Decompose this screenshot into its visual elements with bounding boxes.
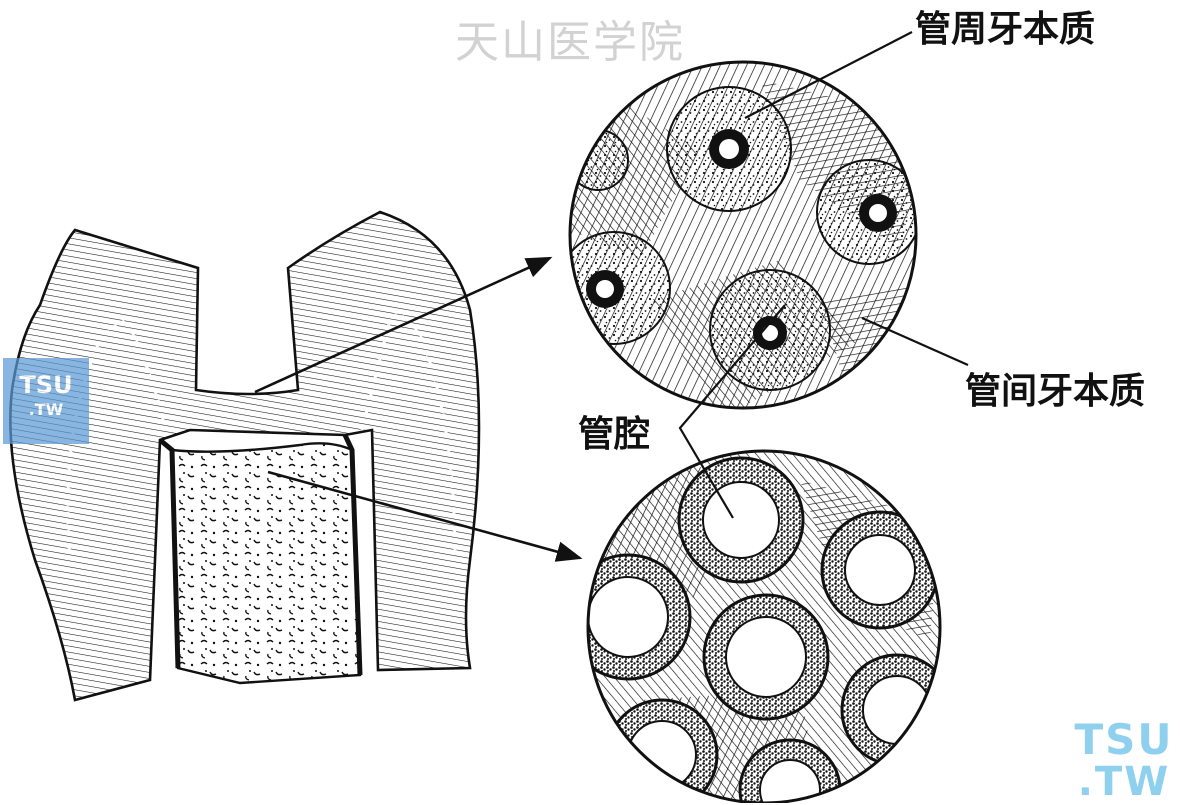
logo-right-line1: TSU — [1074, 715, 1174, 764]
dentin-enamel-junction-left — [66, 320, 167, 561]
label-intertubular-dentin: 管间牙本质 — [965, 371, 1146, 412]
arrow-to-top-view — [254, 256, 553, 394]
magnified-view-bottom — [586, 449, 942, 803]
tooth-outline — [9, 210, 481, 702]
tubule-peritubular-ring — [570, 231, 671, 345]
logo-watermark-right: TSU .TW — [1074, 715, 1174, 805]
tooth-section — [9, 210, 481, 702]
dentin-enamel-junction-right — [360, 310, 457, 561]
lumen-circle — [588, 553, 692, 681]
tubule-peritubular-ring — [666, 86, 792, 212]
logo-watermark-left: TSU .TW — [3, 358, 89, 444]
leader-lumen — [678, 304, 786, 519]
odontoblast-layer-right — [342, 433, 363, 676]
lumen-circle — [702, 593, 830, 721]
tubule-peritubular-ring — [709, 269, 831, 391]
lumen-circle — [677, 456, 805, 584]
lumen-circle — [605, 698, 719, 803]
logo-right-line2: .TW — [1077, 759, 1171, 805]
label-tubule-lumen: 管腔 — [578, 414, 651, 455]
pulp-chamber — [170, 442, 362, 685]
leader-intertubular — [861, 316, 969, 367]
label-peritubular-dentin: 管周牙本质 — [915, 9, 1096, 50]
logo-left-line2: .TW — [28, 400, 64, 419]
logo-left-line1: TSU — [19, 371, 73, 399]
lumen-circle — [820, 510, 940, 630]
tubule-peritubular-ring — [816, 159, 916, 265]
leader-peritubular — [744, 31, 913, 119]
magnified-view-top — [568, 60, 918, 410]
odontoblast-layer-left — [158, 438, 181, 669]
magnified-view-bottom-outline — [586, 449, 942, 803]
arrow-to-bottom-view — [267, 470, 583, 562]
magnified-view-top-outline — [568, 60, 918, 410]
watermark-text: 天山医学院 — [455, 17, 685, 68]
lumen-circle — [738, 738, 842, 803]
